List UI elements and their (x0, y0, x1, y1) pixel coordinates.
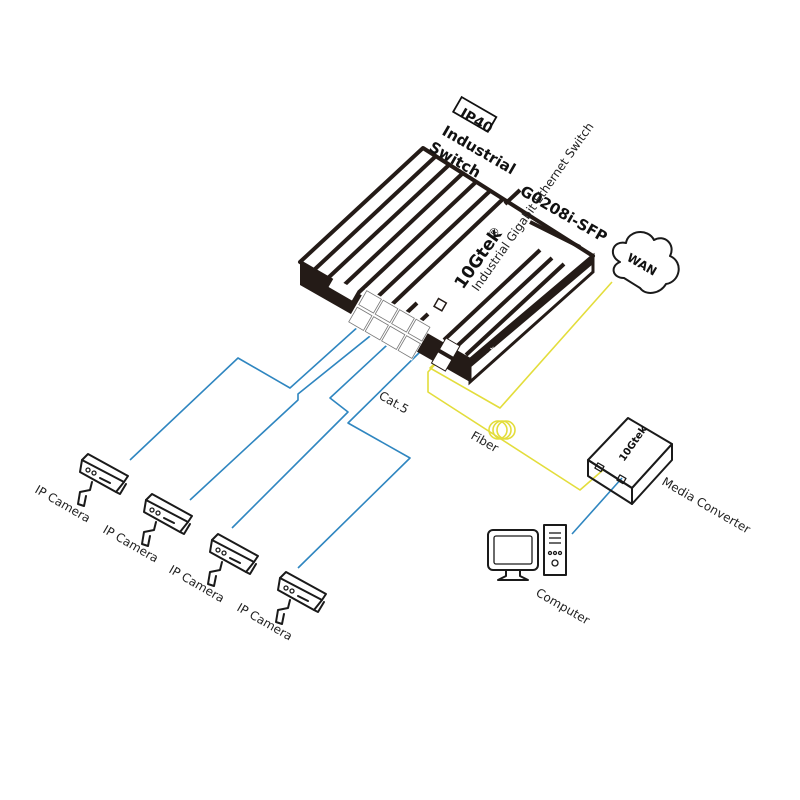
ip-camera-icon (77, 453, 129, 507)
industrial-switch: 10Gtek ® Industrial Gigabit Ethernet Swi… (298, 95, 610, 386)
rj45-port[interactable] (364, 316, 389, 341)
sfp-port-block (430, 337, 461, 372)
monitor-icon (487, 529, 539, 571)
camera-label: IP Camera (167, 562, 227, 605)
converter-brand: 10Gtek (617, 424, 649, 464)
qr-label (433, 297, 448, 312)
copper-cables (129, 315, 623, 569)
wan-cloud: WAN (611, 231, 680, 294)
fiber-coil-icon (488, 420, 516, 440)
rj45-port[interactable] (348, 306, 373, 331)
camera-1: IP Camera (33, 453, 129, 525)
rj45-port[interactable] (407, 318, 431, 342)
heatsink-fins (312, 154, 581, 357)
computer: Computer (487, 524, 593, 627)
rj45-port[interactable] (374, 299, 399, 324)
cat5-cable-camera-1 (129, 315, 371, 461)
camera-3: IP Camera (167, 533, 259, 605)
rj45-port[interactable] (397, 335, 421, 359)
camera-label: IP Camera (235, 600, 295, 643)
converter-side (631, 443, 673, 505)
sfp-port[interactable] (438, 337, 461, 358)
cloud-icon (611, 231, 680, 294)
cat5-cable-camera-4 (297, 346, 426, 569)
tower-icon (543, 524, 567, 576)
camera-2: IP Camera (101, 493, 193, 565)
camera-4: IP Camera (235, 571, 327, 643)
cat5-cable-camera-2 (189, 323, 386, 501)
cat5-label: Cat.5 (377, 388, 412, 416)
computer-label: Computer (534, 585, 593, 627)
converter-front (587, 459, 633, 505)
rj45-port[interactable] (358, 290, 383, 314)
ip40-badge-frame (451, 95, 498, 134)
wan-label: WAN (625, 250, 660, 278)
ip-camera-icon (141, 493, 193, 547)
media-converter: 10Gtek Media Converter (587, 417, 753, 536)
rj45-port[interactable] (391, 309, 415, 333)
camera-label: IP Camera (101, 522, 161, 565)
rj45-port-block (346, 288, 432, 361)
cat5-cable-camera-3 (231, 332, 401, 529)
converter-sfp-port[interactable] (594, 462, 605, 473)
ip-camera-icon (275, 571, 327, 625)
ip-camera-icon (207, 533, 259, 587)
fiber-label: Fiber (469, 428, 501, 455)
cat5-cable-computer (571, 477, 623, 535)
converter-rj45-port[interactable] (616, 474, 627, 485)
console-port (328, 277, 358, 301)
rj45-port[interactable] (381, 325, 406, 350)
sfp-port[interactable] (430, 351, 453, 372)
media-converter-label: Media Converter (660, 474, 753, 536)
